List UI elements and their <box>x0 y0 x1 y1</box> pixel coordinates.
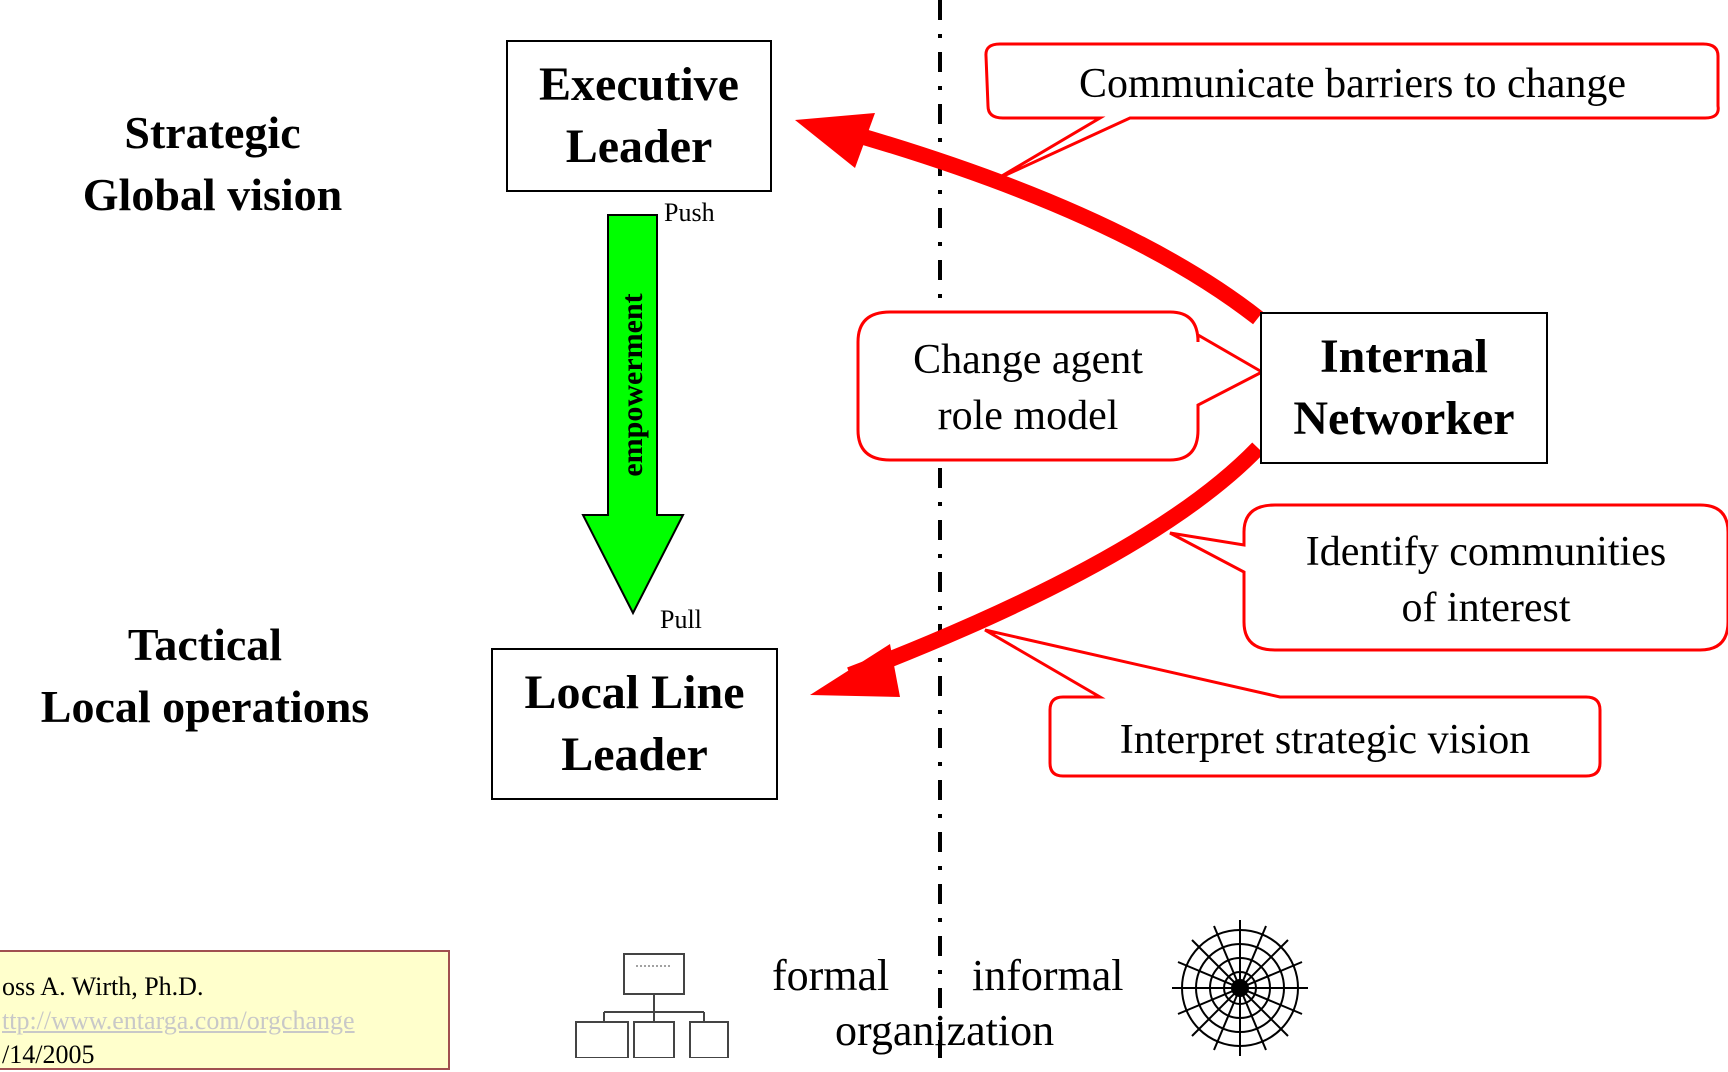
networker-line1: Internal <box>1320 330 1488 383</box>
informal-label: informal <box>972 951 1124 1000</box>
arrow-to-executive-head <box>795 113 875 168</box>
empowerment-arrow <box>581 214 685 616</box>
executive-line2: Leader <box>565 120 713 173</box>
callout-barriers-text: Communicate barriers to change <box>1079 61 1626 107</box>
callout-barriers <box>984 42 1720 182</box>
executive-leader-box: Executive Leader <box>506 40 772 192</box>
level-strategic-line2: Global vision <box>82 169 343 220</box>
credit-date: /14/2005 <box>2 1040 95 1069</box>
internal-networker-box: Internal Networker <box>1260 312 1548 464</box>
arrow-to-local-head <box>810 644 900 697</box>
change-agent-line2: role model <box>937 393 1119 439</box>
credit-name: oss A. Wirth, Ph.D. <box>2 972 204 1001</box>
change-agent-line1: Change agent <box>913 337 1143 383</box>
level-tactical: Tactical Local operations <box>0 614 410 738</box>
level-tactical-line1: Tactical <box>127 619 283 670</box>
push-label: Push <box>664 198 715 227</box>
networker-line2: Networker <box>1293 392 1515 445</box>
callout-change-agent <box>856 310 1266 462</box>
level-strategic-line1: Strategic <box>124 107 301 158</box>
organization-label: organization <box>835 1006 1055 1055</box>
org-chart-icon <box>575 953 729 1058</box>
callout-change-agent-text: Change agent role model <box>860 332 1196 444</box>
callout-communities-text: Identify communities of interest <box>1246 524 1726 636</box>
communities-line2: of interest <box>1401 585 1571 631</box>
level-strategic: Strategic Global vision <box>40 102 385 226</box>
callout-interpret-text: Interpret strategic vision <box>1119 717 1531 763</box>
level-tactical-line2: Local operations <box>40 681 370 732</box>
local-line1: Local Line <box>524 666 745 719</box>
credit-link[interactable]: ttp://www.entarga.com/orgchange <box>2 1006 355 1035</box>
arrow-to-local <box>847 442 1264 683</box>
pull-label: Pull <box>660 605 702 634</box>
formal-label: formal <box>772 951 890 1000</box>
callout-interpret <box>984 628 1602 778</box>
communities-line1: Identify communities <box>1305 529 1667 575</box>
local-line2: Leader <box>561 728 708 781</box>
empowerment-label: empowerment <box>616 293 649 477</box>
credit-box: oss A. Wirth, Ph.D. ttp://www.entarga.co… <box>0 950 450 1070</box>
callout-communities <box>1169 503 1728 652</box>
executive-line1: Executive <box>539 58 739 111</box>
local-line-leader-box: Local Line Leader <box>491 648 778 800</box>
arrow-to-executive <box>837 122 1263 325</box>
spider-web-icon <box>1172 920 1308 1056</box>
